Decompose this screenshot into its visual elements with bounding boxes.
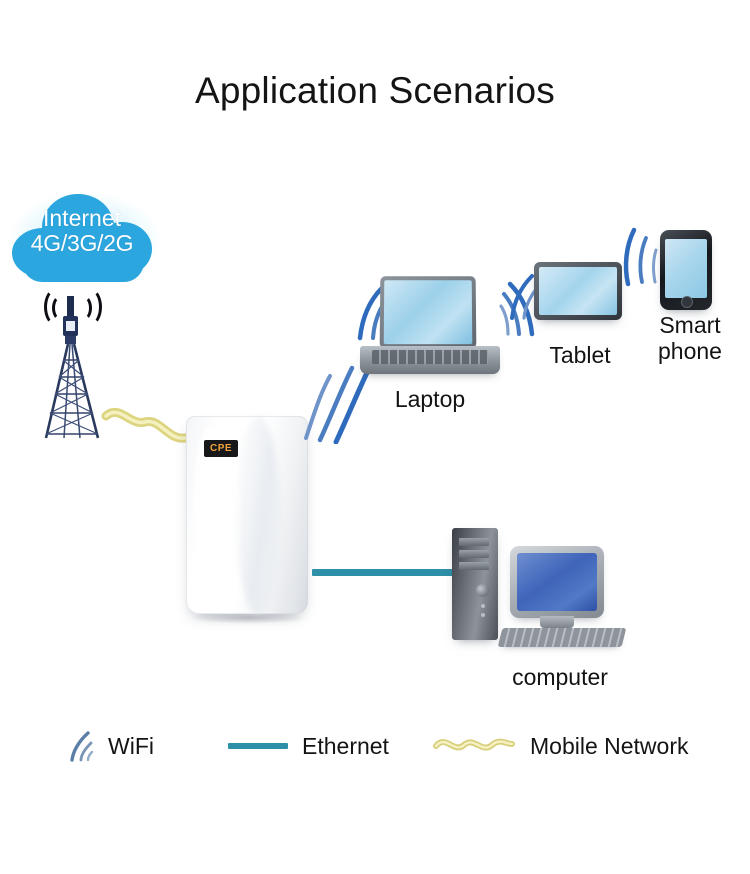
pc-monitor bbox=[510, 546, 604, 618]
legend-label-wifi: WiFi bbox=[108, 732, 154, 759]
cloud-label-line1: Internet bbox=[43, 205, 121, 231]
laptop-keyboard bbox=[372, 350, 488, 364]
pc-led bbox=[481, 604, 485, 608]
smartphone-label-line1: Smart bbox=[659, 312, 721, 338]
pc-drive-bay bbox=[459, 538, 489, 546]
router-contour bbox=[236, 416, 280, 614]
smartphone-home-button bbox=[681, 296, 693, 308]
smartphone-screen bbox=[665, 239, 707, 298]
pc-power-dial bbox=[476, 584, 489, 597]
smartphone-body bbox=[660, 230, 712, 310]
pc-drive-bay bbox=[459, 562, 489, 570]
cell-tower bbox=[18, 282, 138, 442]
tower-wave-right-outer bbox=[78, 288, 102, 326]
tablet-label: Tablet bbox=[549, 342, 611, 368]
legend-label-ethernet: Ethernet bbox=[302, 732, 389, 759]
laptop-screen bbox=[383, 280, 473, 345]
legend: WiFi Ethernet Mobile Network bbox=[0, 726, 750, 774]
ethernet-link bbox=[312, 569, 460, 576]
laptop-icon bbox=[360, 276, 500, 382]
cloud-label-line2: 4G/3G/2G bbox=[30, 230, 134, 256]
tablet-icon bbox=[534, 262, 626, 332]
smartphone-icon bbox=[660, 230, 720, 316]
tablet-screen bbox=[539, 267, 617, 315]
tower-lattice-icon bbox=[44, 296, 100, 439]
cloud-label: Internet 4G/3G/2G bbox=[8, 206, 156, 256]
internet-cloud: Internet 4G/3G/2G bbox=[8, 188, 168, 288]
ethernet-line-icon bbox=[228, 743, 288, 749]
tower-wave-left-inner bbox=[52, 295, 70, 321]
pc-tower bbox=[452, 528, 498, 640]
computer-label: computer bbox=[512, 664, 608, 690]
smartphone-label-line2: phone bbox=[658, 338, 722, 364]
tower-wave-left-outer bbox=[44, 288, 68, 326]
cpe-router: CPE bbox=[186, 416, 314, 624]
cloud-base bbox=[22, 242, 144, 282]
page-title: Application Scenarios bbox=[194, 70, 556, 111]
smartphone-label: Smart phone bbox=[610, 312, 750, 364]
wifi-arcs-icon bbox=[64, 730, 94, 762]
laptop-label: Laptop bbox=[394, 386, 466, 412]
legend-label-mobile: Mobile Network bbox=[530, 732, 689, 759]
router-shadow bbox=[192, 612, 304, 624]
tower-wave-right-inner bbox=[74, 295, 92, 321]
tablet-body bbox=[534, 262, 622, 320]
router-body: CPE bbox=[186, 416, 308, 614]
legend-item-mobile: Mobile Network bbox=[432, 726, 689, 766]
pc-monitor-stand bbox=[540, 616, 574, 628]
router-badge: CPE bbox=[204, 440, 238, 457]
desktop-computer-icon bbox=[452, 516, 642, 666]
mobile-wave-icon bbox=[432, 732, 516, 761]
pc-monitor-screen bbox=[517, 553, 597, 611]
legend-item-wifi: WiFi bbox=[64, 726, 154, 766]
smartphone-wifi-waves bbox=[623, 227, 658, 287]
pc-led bbox=[481, 613, 485, 617]
pc-keyboard bbox=[497, 628, 627, 647]
legend-item-ethernet: Ethernet bbox=[228, 726, 389, 766]
laptop-lid bbox=[379, 276, 477, 349]
pc-drive-bay bbox=[459, 550, 489, 558]
